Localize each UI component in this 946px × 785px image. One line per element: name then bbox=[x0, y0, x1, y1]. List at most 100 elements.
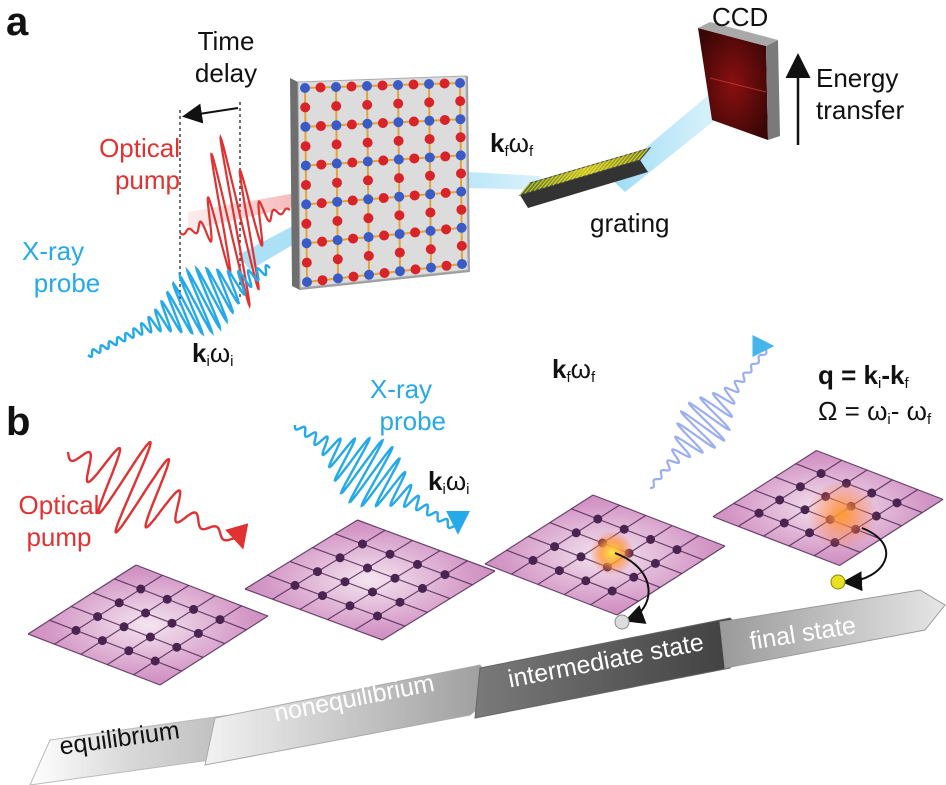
lattice-atom-red bbox=[379, 230, 390, 241]
surface-sheet bbox=[28, 565, 268, 685]
lattice-atom-red bbox=[440, 187, 451, 198]
surface-atom bbox=[650, 558, 660, 568]
lattice-atom-red bbox=[301, 257, 312, 268]
lattice-atom-red bbox=[317, 236, 328, 247]
xray-probe-line-2-a: probe bbox=[33, 268, 101, 298]
lattice-atom-red bbox=[332, 215, 343, 226]
surface-atom bbox=[162, 594, 172, 604]
surface-atom bbox=[150, 656, 160, 666]
surface-bond bbox=[27, 633, 161, 686]
grating-element bbox=[518, 147, 652, 208]
lattice-atom-blue bbox=[457, 259, 467, 269]
lattice-atom-blue bbox=[363, 194, 374, 205]
lattice-atom-blue bbox=[424, 79, 434, 89]
energy-transfer-label: Energy transfer bbox=[816, 65, 904, 123]
lattice-atom-red bbox=[317, 275, 328, 286]
surface-bond bbox=[506, 549, 639, 602]
lattice-atom-red bbox=[394, 210, 405, 221]
lattice-atom-blue bbox=[393, 154, 404, 165]
electron-final bbox=[830, 574, 846, 590]
lattice-atom-blue bbox=[302, 277, 312, 287]
surface-atom bbox=[629, 572, 639, 582]
lattice-atom-red bbox=[456, 204, 467, 215]
lattice-atom-red bbox=[362, 99, 373, 110]
lattice-atom-blue bbox=[456, 186, 467, 197]
lattice-atom-blue bbox=[301, 238, 312, 249]
surface-atom bbox=[189, 604, 199, 614]
lattice-atom-red bbox=[394, 173, 404, 184]
lattice-atom-red bbox=[316, 198, 327, 209]
surface-atom bbox=[775, 495, 785, 505]
grating-ruling bbox=[637, 147, 649, 161]
lattice-atom-blue bbox=[455, 78, 465, 88]
surface-atom bbox=[672, 545, 682, 555]
lattice-atom-red bbox=[348, 271, 359, 282]
lattice-atom-blue bbox=[363, 232, 374, 243]
lattice-atom-blue bbox=[300, 121, 311, 132]
lattice-atom-red bbox=[455, 132, 466, 143]
lattice-atom-red bbox=[456, 240, 467, 251]
lattice-atom-blue bbox=[300, 83, 310, 93]
grating-ruling bbox=[552, 172, 564, 186]
surface-bond bbox=[712, 449, 817, 518]
lattice-atom-red bbox=[455, 96, 466, 107]
lattice-atom-red bbox=[425, 207, 436, 218]
grating-ruling bbox=[576, 165, 588, 179]
surface-atom bbox=[141, 608, 151, 618]
grating-ruling bbox=[533, 178, 545, 192]
xray-probe-line-2-b: probe bbox=[379, 406, 447, 436]
grating-ruling bbox=[614, 154, 625, 168]
surface-atom bbox=[290, 580, 300, 590]
lattice-atom-blue bbox=[362, 118, 373, 129]
lattice-atom-blue bbox=[394, 228, 405, 239]
grating-ruling bbox=[609, 156, 621, 169]
lattice-atom-blue bbox=[426, 262, 436, 273]
grating-ruling bbox=[562, 170, 573, 183]
lattice-atom-red bbox=[362, 137, 373, 148]
surface-atom bbox=[385, 549, 395, 559]
xray-probe-line-1-a: X-ray bbox=[22, 236, 85, 266]
surface-bond bbox=[312, 547, 451, 600]
lattice-atom-blue bbox=[455, 114, 466, 125]
lattice-atom-red bbox=[300, 141, 311, 152]
grating-ruling bbox=[623, 151, 635, 165]
lattice-atom-blue bbox=[424, 152, 435, 163]
surface-atom bbox=[335, 553, 345, 563]
surface-atom bbox=[581, 576, 591, 586]
lattice-atom-blue bbox=[395, 266, 405, 277]
surface-bond bbox=[616, 545, 726, 616]
energy-transfer-equation: Ω = ωi- ωf bbox=[818, 396, 932, 428]
lattice-atom-blue bbox=[393, 80, 403, 90]
time-delay-line-1: Time bbox=[197, 26, 255, 56]
optical-pump-pulse-b bbox=[66, 440, 249, 550]
lattice-atom-red bbox=[377, 118, 388, 128]
surface-equilibrium bbox=[27, 564, 269, 686]
surface-atom bbox=[754, 508, 764, 518]
grating-ruling bbox=[547, 174, 559, 187]
lattice-atom-blue bbox=[425, 189, 436, 200]
electron-path-final bbox=[842, 527, 888, 592]
time-delay-line-2: delay bbox=[194, 58, 258, 88]
surface-atom bbox=[395, 597, 405, 607]
lattice-atom-blue bbox=[424, 115, 435, 126]
surface-atom bbox=[313, 567, 322, 577]
surface-bond bbox=[49, 619, 182, 672]
kf-omega-f-label-a: kfωf bbox=[490, 128, 534, 160]
ccd-label: CCD bbox=[712, 2, 769, 32]
time-delay-label: Time delay bbox=[186, 28, 266, 86]
surface-atom bbox=[215, 615, 225, 625]
surface-atom bbox=[119, 622, 129, 632]
grating-ruling bbox=[618, 153, 630, 166]
lattice-atom-red bbox=[347, 157, 358, 168]
lattice-atom-red bbox=[363, 250, 374, 261]
surface-atom bbox=[576, 552, 586, 562]
surface-atom bbox=[550, 542, 560, 552]
grating-ruling bbox=[543, 175, 554, 189]
lattice-atom-red bbox=[378, 193, 389, 203]
lattice-atom-red bbox=[315, 121, 326, 132]
electron-intermediate bbox=[614, 614, 630, 630]
surface-bond bbox=[267, 574, 406, 627]
optical-pump-pulse-a bbox=[179, 133, 291, 310]
xray-probe-label-a: X-ray probe bbox=[22, 238, 112, 296]
surface-atom bbox=[440, 570, 450, 580]
